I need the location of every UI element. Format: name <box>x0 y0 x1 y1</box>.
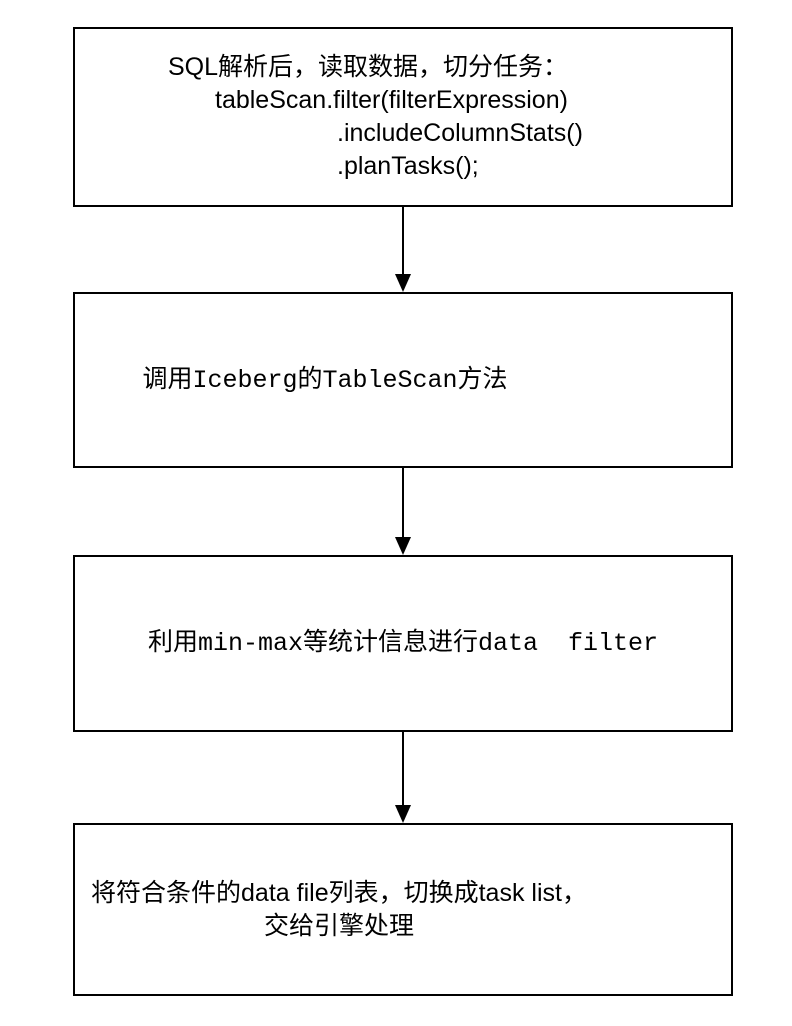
step2-label: 调用Iceberg的TableScan方法 <box>142 365 508 395</box>
step3-label: 利用min-max等统计信息进行data filter <box>147 629 659 658</box>
connector-arrow-3 <box>395 732 411 823</box>
step1-title-line: SQL解析后，读取数据，切分任务： <box>168 53 569 81</box>
flow-step-data-filter: 利用min-max等统计信息进行data filter <box>73 555 733 732</box>
arrow-head-down-icon <box>395 805 411 823</box>
flow-step-tablescan: 调用Iceberg的TableScan方法 <box>73 292 733 468</box>
connector-arrow-1 <box>395 207 411 292</box>
step4-label: 将符合条件的data file列表，切换成task list，交给引擎处理 <box>91 878 587 940</box>
arrow-head-down-icon <box>395 537 411 555</box>
flow-step-task-list: 将符合条件的data file列表，切换成task list，交给引擎处理 <box>73 823 733 996</box>
flow-step-sql-parse: SQL解析后，读取数据，切分任务： tableScan.filter(filte… <box>73 27 733 207</box>
arrow-shaft <box>402 468 404 538</box>
connector-arrow-2 <box>395 468 411 555</box>
step1-code-line-2: .includeColumnStats() <box>337 119 583 147</box>
arrow-shaft <box>402 732 404 806</box>
arrow-shaft <box>402 207 404 275</box>
step1-code-line-1: tableScan.filter(filterExpression) <box>215 86 568 114</box>
arrow-head-down-icon <box>395 274 411 292</box>
step1-code-line-3: .planTasks(); <box>337 152 479 180</box>
